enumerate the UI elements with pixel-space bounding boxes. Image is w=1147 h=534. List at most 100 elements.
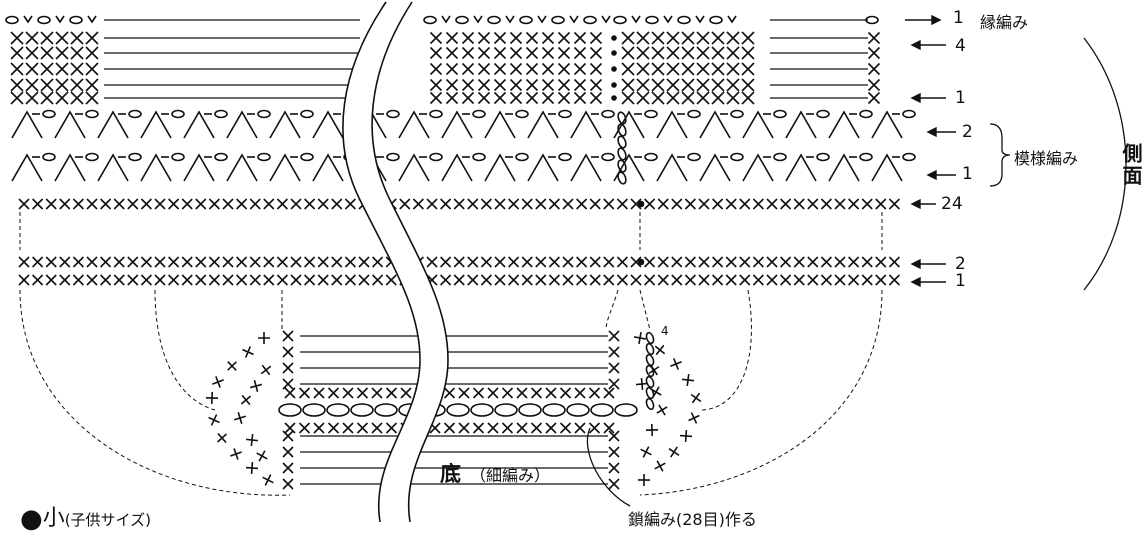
row-label-2: 2 [955,254,966,274]
sc-stitch [282,462,294,474]
sc-stitch [657,274,669,286]
sc-stitch [208,274,220,286]
v-stitch [742,110,774,139]
sc-stitch [541,46,555,60]
chain-stitch [590,403,614,417]
chain-stitch [429,152,443,162]
sc-stitch [113,256,125,268]
sc-stitch [666,46,680,60]
sc-stitch [85,31,99,45]
sc-stitch [234,412,246,424]
sc-stitch [711,31,725,45]
sc-stitch [100,274,112,286]
sc-stitch [635,377,649,391]
sc-stitch [429,62,443,76]
sc-stitch [168,198,180,210]
sc-stitch [317,256,329,268]
sc-stitch [70,62,84,76]
sc-stitch [72,198,84,210]
sc-stitch [698,256,710,268]
chain-stitch [645,364,655,378]
sc-stitch [861,256,873,268]
chain-dot [611,66,617,72]
sc-stitch [726,62,740,76]
sc-stitch [834,198,846,210]
sc-stitch [576,274,588,286]
sc-stitch [651,78,665,92]
sc-stitch [327,422,340,434]
v-stitch [312,153,344,182]
sc-stitch [588,422,601,434]
sc-stitch [780,256,792,268]
sc-stitch [494,274,506,286]
sc-stitch [195,274,207,286]
sc-stitch [242,346,254,358]
size-title: ●小(子供サイズ) [20,500,151,534]
sc-stitch [541,91,555,105]
size-dot: ● [20,504,43,534]
sc-stitch [509,46,523,60]
sc-stitch [525,78,539,92]
row-label-1: 1 [955,271,966,291]
sc-stitch [25,46,39,60]
sc-stitch [25,78,39,92]
sc-stitch [212,376,224,388]
sc-stitch [608,446,620,458]
sc-stitch [385,422,398,434]
sc-stitch [535,274,547,286]
sc-stitch [458,422,470,434]
sc-stitch [477,31,491,45]
v-stitch [699,110,731,139]
sc-stitch [461,31,475,45]
chain-stitch [730,109,744,119]
sc-stitch [331,256,343,268]
sc-stitch [487,387,499,399]
chain-stitch [613,15,627,25]
chain-stitch [617,135,627,149]
v-stitch [97,153,129,182]
chain-stitch [257,152,271,162]
sc-stitch [644,256,656,268]
sc-stitch [371,387,383,399]
sc-stitch [344,274,356,286]
sc-stitch [256,450,268,462]
sc-stitch [399,198,411,210]
sc-stitch [59,256,71,268]
chain-stitch [551,15,565,25]
slip-stitch [569,15,579,24]
sc-stitch [282,378,294,390]
chain-stitch [614,403,638,417]
sc-stitch [342,422,354,434]
sc-stitch [616,274,628,286]
sc-stitch [467,198,479,210]
sc-stitch [530,387,543,399]
sc-stitch [741,46,755,60]
sc-stitch [181,198,193,210]
chain-stitch [302,403,326,417]
v-stitch [871,153,903,182]
v-stitch [11,153,43,182]
arrow-head [931,14,942,26]
sc-stitch [168,274,180,286]
sc-stitch [666,91,680,105]
sc-stitch [25,62,39,76]
sc-stitch [888,274,900,286]
sc-stitch [621,46,635,60]
chain-stitch [69,15,83,25]
v-stitch [54,110,86,139]
sc-stitch [501,387,514,399]
sc-stitch [195,198,207,210]
slip-stitch [505,15,515,24]
chain-stitch [300,152,314,162]
v-stitch [398,153,430,182]
sc-stitch [342,387,354,399]
sc-stitch [55,78,69,92]
chain-stitch [326,403,350,417]
sc-stitch [711,91,725,105]
sc-stitch [521,256,533,268]
sc-stitch [493,62,507,76]
sc-stitch [671,274,683,286]
v-stitch [226,110,258,139]
v-stitch [828,110,860,139]
slip-stitch [441,15,451,24]
